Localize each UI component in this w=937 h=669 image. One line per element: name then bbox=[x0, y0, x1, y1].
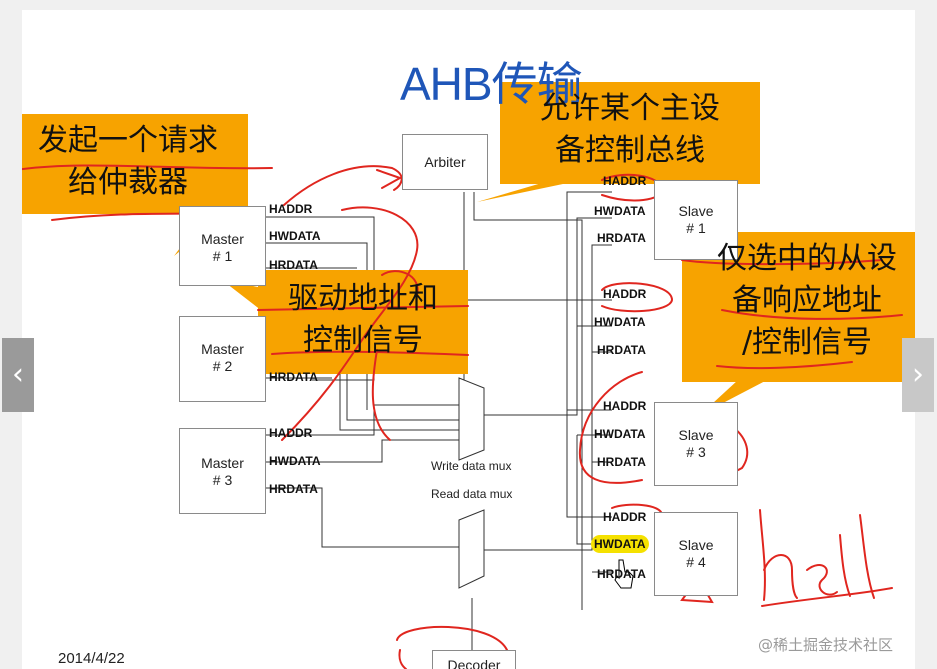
master-3-number: # 3 bbox=[212, 472, 233, 488]
slave-4-haddr: HADDR bbox=[603, 510, 647, 524]
callout-request-line-1: 发起一个请求 bbox=[38, 123, 218, 158]
master-1-hrdata: HRDATA bbox=[269, 258, 318, 272]
slave-1-hwdata: HWDATA bbox=[594, 204, 646, 218]
slave-3-haddr: HADDR bbox=[603, 399, 647, 413]
callout-select-line-1: 仅选中的从设 bbox=[717, 241, 897, 276]
slave-4-number: # 4 bbox=[686, 554, 706, 570]
arbiter-label: Arbiter bbox=[424, 154, 466, 170]
master-1-hwdata: HWDATA bbox=[269, 229, 321, 243]
decoder-label: Decoder bbox=[447, 657, 501, 669]
callout-select-line-2: 备响应地址 bbox=[732, 283, 882, 318]
slave-1-haddr: HADDR bbox=[603, 174, 647, 188]
slave-3-label: Slave bbox=[678, 427, 714, 443]
callout-request-box bbox=[22, 114, 248, 214]
slave-1-label: Slave bbox=[678, 203, 714, 219]
callout-drive-line-2: 控制信号 bbox=[303, 323, 423, 358]
master-2-hrdata: HRDATA bbox=[269, 370, 318, 384]
callout-drive: 驱动地址和 控制信号 bbox=[258, 278, 468, 362]
master-1-haddr: HADDR bbox=[269, 202, 313, 216]
callout-request: 发起一个请求 给仲裁器 bbox=[22, 120, 246, 204]
write-data-mux bbox=[458, 377, 485, 461]
slave-1-hrdata: HRDATA bbox=[597, 231, 646, 245]
slave-3-block: Slave # 3 bbox=[654, 402, 738, 486]
master-3-hwdata: HWDATA bbox=[269, 454, 321, 468]
master-1-block: Master # 1 bbox=[179, 206, 266, 286]
master-3-block: Master # 3 bbox=[179, 428, 266, 514]
slave-1-block: Slave # 1 bbox=[654, 180, 738, 260]
slave-3-hrdata: HRDATA bbox=[597, 455, 646, 469]
master-2-label: Master bbox=[201, 341, 244, 357]
slave-3-number: # 3 bbox=[686, 444, 706, 460]
master-3-hrdata: HRDATA bbox=[269, 482, 318, 496]
write-mux-label: Write data mux bbox=[431, 459, 512, 473]
slave-2-haddr: HADDR bbox=[603, 287, 647, 301]
master-3-haddr: HADDR bbox=[269, 426, 313, 440]
callout-grant-line-2: 备控制总线 bbox=[555, 133, 705, 168]
read-mux-label: Read data mux bbox=[431, 487, 513, 501]
master-1-label: Master bbox=[201, 231, 244, 247]
callout-grant-line-1: 允许某个主设 bbox=[540, 91, 720, 126]
arbiter-block: Arbiter bbox=[402, 134, 488, 190]
master-2-block: Master # 2 bbox=[179, 316, 266, 402]
callout-grant-box bbox=[500, 82, 760, 184]
callout-select: 仅选中的从设 备响应地址 /控制信号 bbox=[682, 238, 915, 364]
master-2-number: # 2 bbox=[212, 358, 233, 374]
slave-4-hwdata-highlighted: HWDATA bbox=[591, 535, 649, 553]
callout-drive-box bbox=[258, 270, 468, 374]
master-3-label: Master bbox=[201, 455, 244, 471]
slide-date: 2014/4/22 bbox=[58, 650, 125, 667]
slide: AHB传输 Arbiter Master # 1 Master # 2 Mast… bbox=[22, 10, 915, 669]
chevron-left-icon[interactable]: ‹ bbox=[2, 338, 34, 412]
slave-4-block: Slave # 4 bbox=[654, 512, 738, 596]
slave-3-hwdata: HWDATA bbox=[594, 427, 646, 441]
slide-title: AHB传输 bbox=[400, 58, 583, 110]
master-1-number: # 1 bbox=[212, 248, 233, 264]
chevron-right-icon[interactable]: › bbox=[902, 338, 934, 412]
callout-tail bbox=[477, 180, 582, 202]
watermark: @稀土掘金技术社区 bbox=[757, 636, 893, 654]
callout-drive-line-1: 驱动地址和 bbox=[288, 281, 438, 316]
callout-select-line-3: /控制信号 bbox=[741, 325, 873, 360]
slave-1-number: # 1 bbox=[686, 220, 706, 236]
hand-pointer-icon bbox=[614, 559, 634, 589]
decoder-block: Decoder bbox=[432, 650, 516, 669]
slave-2-hwdata: HWDATA bbox=[594, 315, 646, 329]
slave-4-hrdata: HRDATA bbox=[597, 567, 646, 581]
callout-request-line-2: 给仲裁器 bbox=[68, 165, 188, 200]
slave-4-label: Slave bbox=[678, 537, 714, 553]
callout-grant: 允许某个主设 备控制总线 bbox=[502, 88, 758, 172]
read-data-mux bbox=[458, 509, 485, 589]
slave-2-hrdata: HRDATA bbox=[597, 343, 646, 357]
